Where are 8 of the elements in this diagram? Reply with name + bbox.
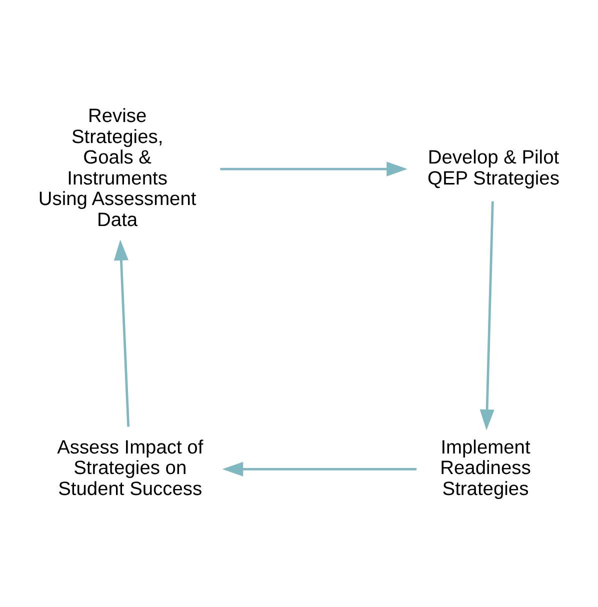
node-text: Implement Readiness Strategies	[440, 437, 531, 500]
arrow	[222, 462, 417, 476]
node-text: Develop & Pilot QEP Strategies	[428, 148, 560, 190]
arrow	[220, 162, 408, 176]
node-text: Assess Impact of Strategies on Student Success	[57, 437, 204, 500]
arrow	[480, 201, 494, 430]
node-text: Revise Strategies, Goals & Instruments Using Assessment Data	[38, 106, 196, 232]
arrow	[114, 240, 130, 427]
